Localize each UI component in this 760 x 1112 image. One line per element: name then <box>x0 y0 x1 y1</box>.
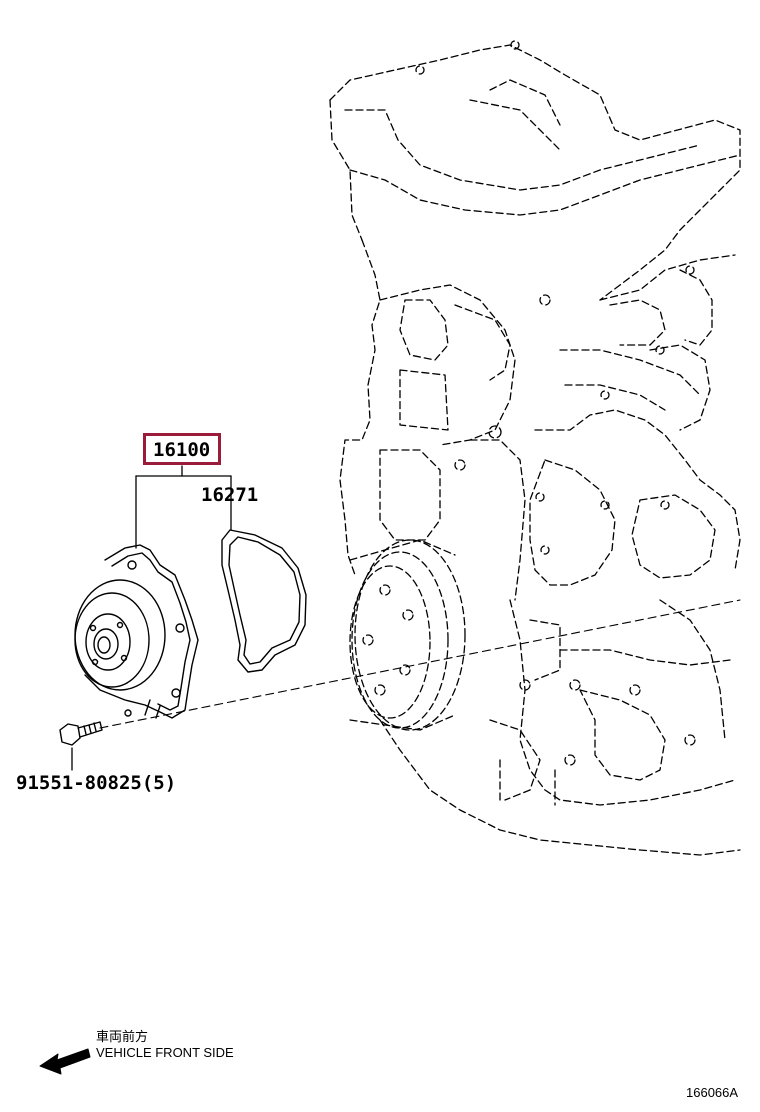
part-number-bolt[interactable]: 91551-80825(5) <box>16 772 177 794</box>
part-number-16271[interactable]: 16271 <box>201 484 259 506</box>
leader-lines <box>71 465 232 771</box>
alignment-line <box>99 599 741 729</box>
diagram-id: 166066A <box>686 1085 739 1100</box>
engine-block <box>329 40 741 856</box>
arrow-left-down-icon <box>39 1048 91 1075</box>
water-pump <box>74 544 199 719</box>
bolt <box>59 721 103 746</box>
direction-label-en: VEHICLE FRONT SIDE <box>96 1045 234 1060</box>
part-number-16100[interactable]: 16100 <box>153 439 211 461</box>
crankshaft-pulley <box>349 539 466 731</box>
gasket <box>221 529 307 673</box>
highlight-box <box>143 433 221 465</box>
direction-label-jp: 車両前方 <box>96 1029 149 1044</box>
